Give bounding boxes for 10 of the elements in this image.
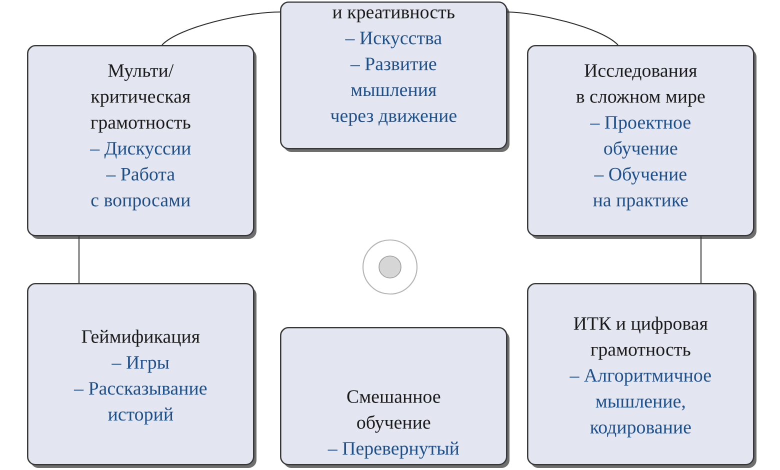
topic-box: и креативность – Искусства – Развитие мышления через движение	[280, 2, 510, 152]
connector-line	[506, 12, 618, 46]
connector-line	[162, 12, 280, 46]
topic-box: Исследования в сложном мире – Проектное обучение – Обучение на практике	[527, 45, 756, 239]
topic-box: Мульти/ критическая грамотность – Дискуссии – Работа с вопросами	[27, 45, 256, 239]
topic-box: Геймификация – Игры – Рассказывание историй	[27, 283, 256, 468]
connector-line	[78, 236, 80, 284]
connector-line	[700, 236, 702, 284]
topic-box: Смешанное обучение – Перевернутый	[280, 327, 510, 468]
topic-box: ИТК и цифровая грамотность – Алгоритмичное мышление, кодирование	[527, 283, 756, 468]
